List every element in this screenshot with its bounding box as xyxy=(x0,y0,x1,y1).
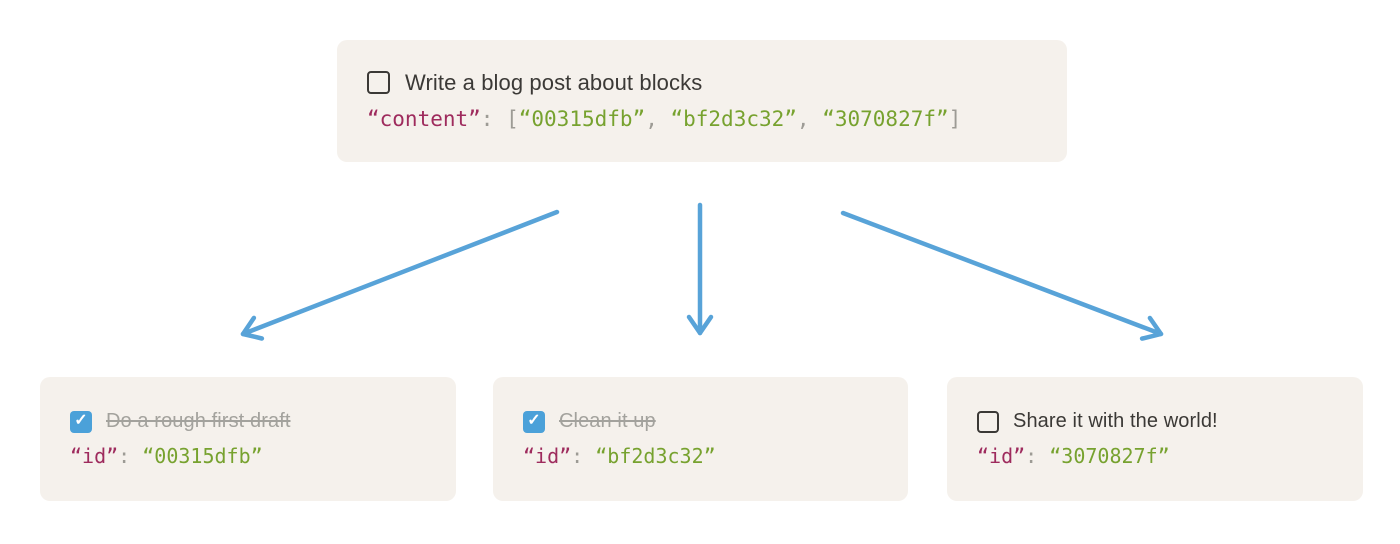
code-key-id: “id” xyxy=(70,444,119,468)
code-block-id-2: “bf2d3c32” xyxy=(670,106,797,131)
code-open-bracket: [ xyxy=(506,106,519,131)
parent-task-card: Write a blog post about blocks “content”… xyxy=(337,40,1067,162)
child-task-label: Clean it up xyxy=(559,410,656,432)
checkbox-unchecked-icon[interactable] xyxy=(367,71,390,95)
child-task-card-1: ✓ Do a rough first draft “id”: “00315dfb… xyxy=(40,377,456,501)
checkbox-unchecked-icon[interactable] xyxy=(977,410,999,433)
code-colon: : xyxy=(118,444,143,468)
code-block-id-1: “00315dfb” xyxy=(518,106,646,131)
checkmark-icon: ✓ xyxy=(74,411,88,429)
child-id-code-line: “id”: “3070827f” xyxy=(977,444,1333,468)
child-task-label: Do a rough first draft xyxy=(106,410,291,432)
middle-arrow xyxy=(686,202,714,336)
code-colon: : xyxy=(1025,444,1050,468)
code-colon: : xyxy=(571,444,596,468)
child-id-code-line: “id”: “bf2d3c32” xyxy=(523,444,878,468)
checkmark-icon: ✓ xyxy=(527,411,541,429)
code-id-value: “00315dfb” xyxy=(142,444,263,468)
code-key-id: “id” xyxy=(977,444,1026,468)
parent-task-row: Write a blog post about blocks xyxy=(367,70,1037,96)
right-arrow xyxy=(840,210,1164,341)
code-colon: : xyxy=(480,106,507,131)
child-task-card-2: ✓ Clean it up “id”: “bf2d3c32” xyxy=(493,377,908,501)
code-comma: , xyxy=(645,106,671,131)
code-comma: , xyxy=(796,106,823,131)
left-arrow xyxy=(240,209,560,341)
child-task-row: ✓ Do a rough first draft xyxy=(70,410,426,433)
code-block-id-3: “3070827f” xyxy=(822,106,949,131)
checkbox-checked-icon[interactable]: ✓ xyxy=(523,410,545,433)
child-task-row: Share it with the world! xyxy=(977,410,1333,433)
code-key-id: “id” xyxy=(523,444,572,468)
code-close-bracket: ] xyxy=(948,106,962,131)
code-id-value: “3070827f” xyxy=(1049,444,1170,468)
child-task-row: ✓ Clean it up xyxy=(523,410,878,433)
child-id-code-line: “id”: “00315dfb” xyxy=(70,444,426,468)
child-task-label: Share it with the world! xyxy=(1013,410,1218,432)
child-task-card-3: Share it with the world! “id”: “3070827f… xyxy=(947,377,1363,501)
code-id-value: “bf2d3c32” xyxy=(595,444,716,468)
parent-task-label: Write a blog post about blocks xyxy=(405,69,703,95)
parent-content-code-line: “content”: [“00315dfb”, “bf2d3c32”, “307… xyxy=(367,107,1037,132)
checkbox-checked-icon[interactable]: ✓ xyxy=(70,410,92,433)
code-key-content: “content” xyxy=(367,106,481,131)
